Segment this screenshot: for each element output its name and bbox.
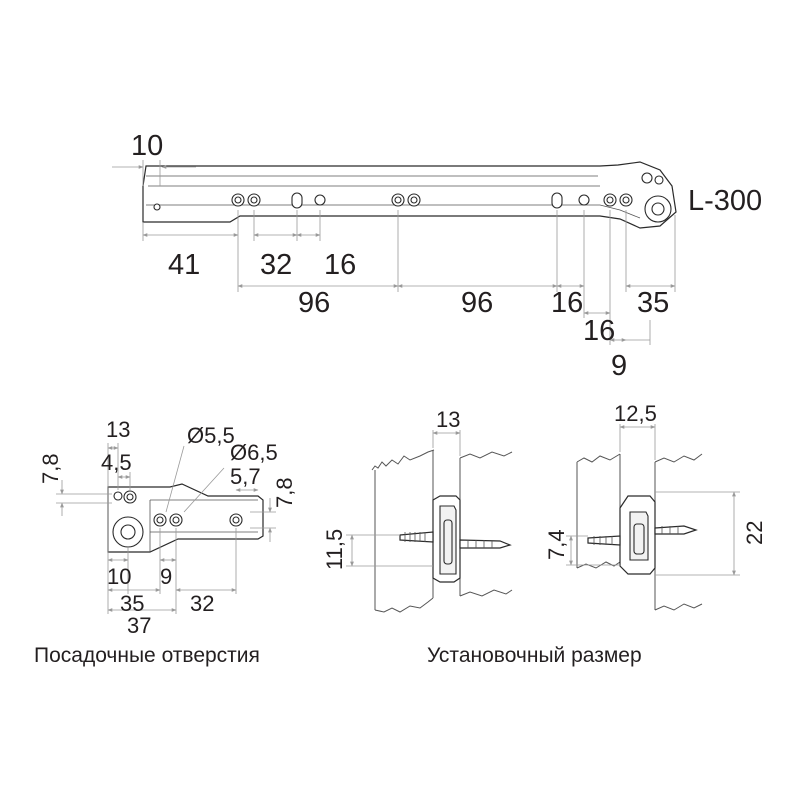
installation-view-left [346, 430, 513, 613]
dim-rail-10: 10 [131, 130, 163, 162]
dim-rail-16c: 16 [583, 315, 615, 347]
dim-rail-32: 32 [260, 249, 292, 281]
dim-holes-7-8-left: 7,8 [38, 453, 63, 484]
dim-holes-dia-5-5: Ø5,5 [187, 423, 235, 448]
mounting-holes-drawing [56, 443, 276, 614]
dim-holes-32: 32 [190, 591, 214, 616]
dim-rail-96b: 96 [461, 287, 493, 319]
dim-holes-dia-6-5: Ø6,5 [230, 440, 278, 465]
dim-holes-13: 13 [106, 417, 130, 442]
rail-drawing [112, 160, 677, 345]
dim-rail-16a: 16 [324, 249, 356, 281]
installation-view-right [566, 424, 740, 611]
install-left-top-13: 13 [436, 407, 460, 432]
dim-holes-5-7: 5,7 [230, 464, 261, 489]
dim-holes-4-5: 4,5 [101, 450, 132, 475]
dim-rail-9: 9 [611, 350, 627, 382]
installation-caption: Установочный размер [427, 644, 642, 667]
dim-holes-7-8-right: 7,8 [272, 477, 297, 508]
dim-rail-96a: 96 [298, 287, 330, 319]
dim-rail-41: 41 [168, 249, 200, 281]
dim-holes-37: 37 [127, 613, 151, 638]
dim-holes-35: 35 [120, 591, 144, 616]
dim-rail-35: 35 [637, 287, 669, 319]
install-right-side-22: 22 [742, 521, 767, 545]
install-right-side-7-4: 7,4 [544, 529, 569, 560]
install-right-top-12-5: 12,5 [614, 401, 657, 426]
dim-holes-9: 9 [160, 564, 172, 589]
dim-holes-10: 10 [107, 564, 131, 589]
mounting-holes-caption: Посадочные отверстия [34, 644, 260, 667]
dim-rail-16b: 16 [551, 287, 583, 319]
rail-length-label: L-300 [688, 185, 762, 217]
install-left-side-11-5: 11,5 [322, 529, 347, 570]
